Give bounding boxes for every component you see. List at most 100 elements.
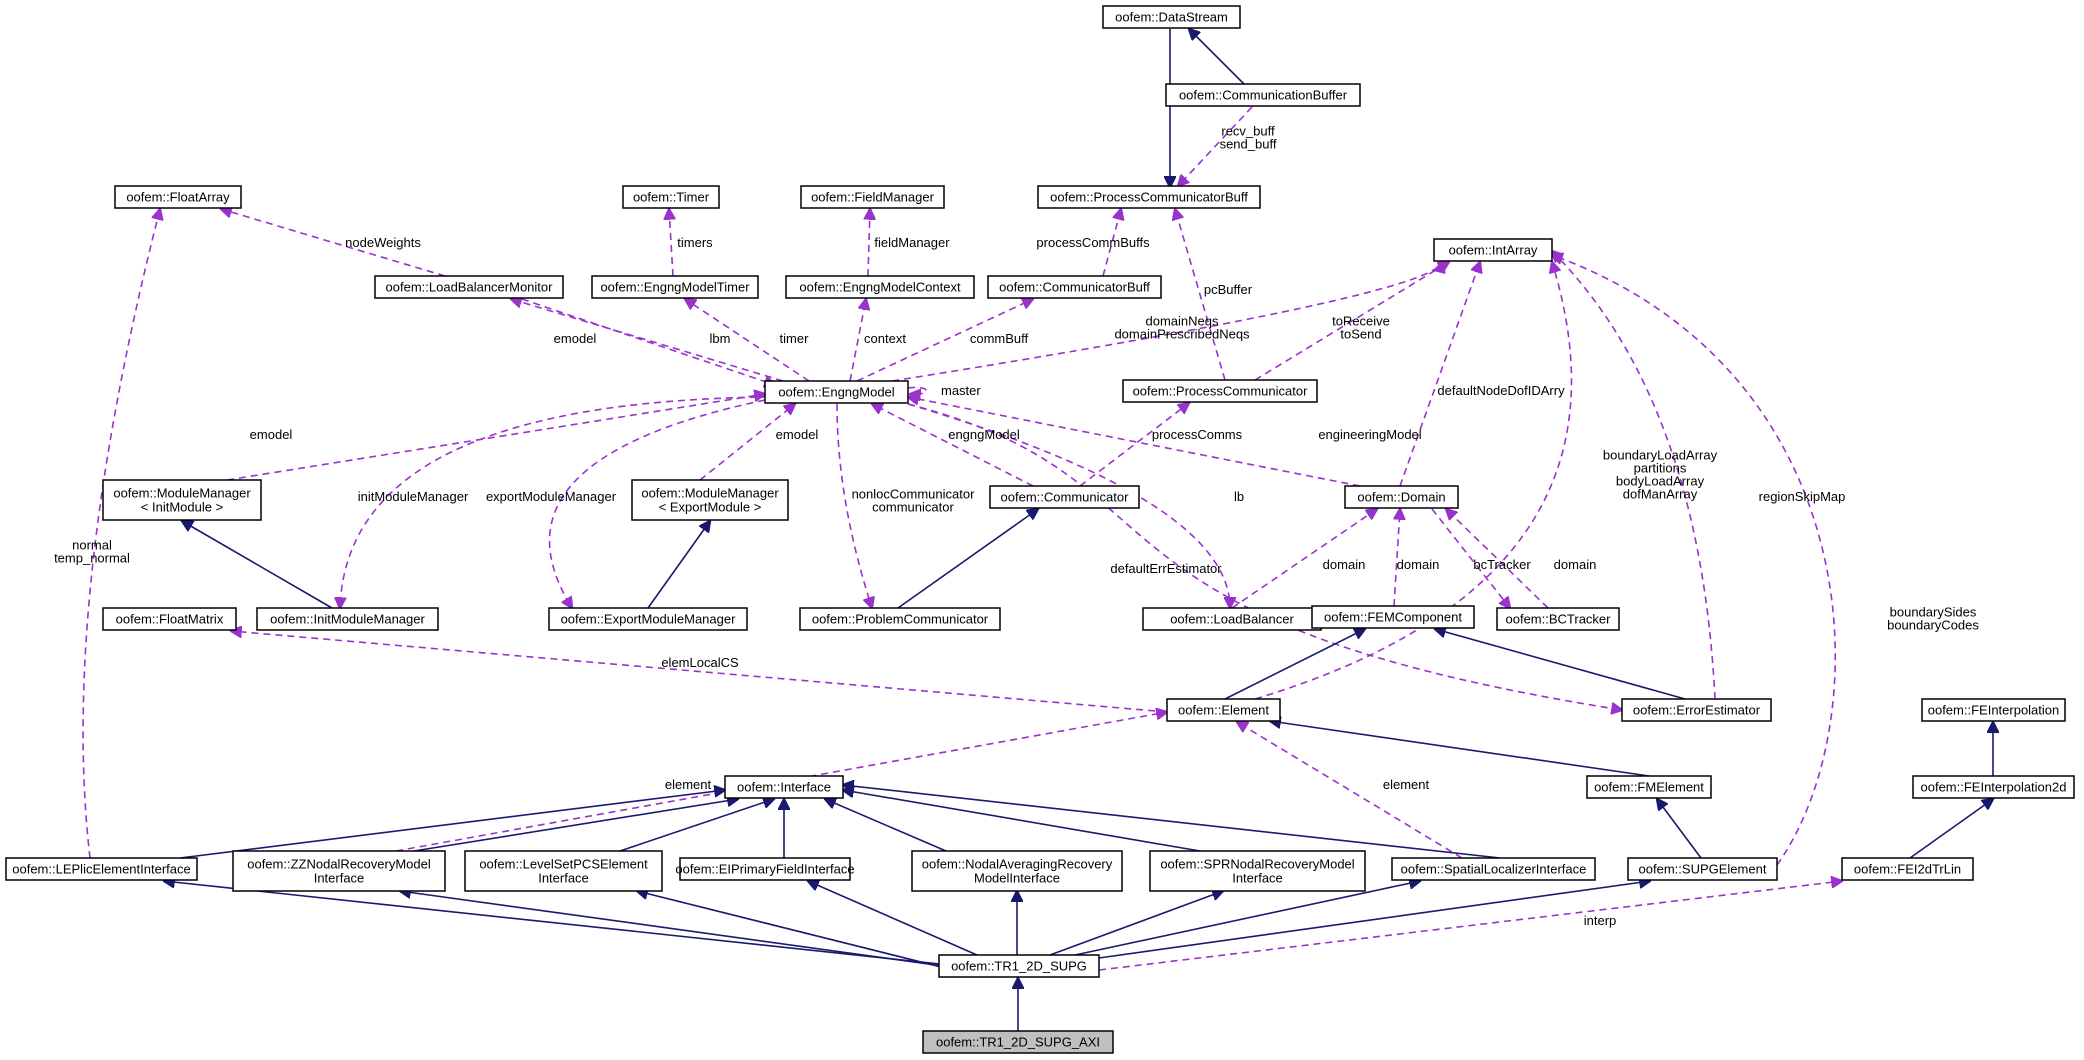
class-node-mminit[interactable]: oofem::ModuleManager< InitModule >: [102, 479, 262, 521]
edge-label: exportModuleManager: [486, 489, 617, 504]
class-node-commbuffer[interactable]: oofem::CommunicationBuffer: [1165, 83, 1361, 107]
class-node-emtimer[interactable]: oofem::EngngModelTimer: [591, 275, 759, 299]
class-node-box: [232, 850, 446, 892]
inheritance-edge-femcomponent-to-element: [1224, 629, 1365, 700]
class-name-label: oofem::ProcessCommunicatorBuff: [1050, 190, 1248, 205]
class-node-spatialloc[interactable]: oofem::SpatialLocalizerInterface: [1391, 857, 1596, 881]
class-name-label: oofem::ExportModuleManager: [561, 612, 737, 627]
class-node-datastream[interactable]: oofem::DataStream: [1102, 5, 1241, 29]
class-node-box: [799, 607, 1001, 631]
class-node-eiprimary[interactable]: oofem::EIPrimaryFieldInterface: [675, 857, 855, 881]
class-node-problemcomm[interactable]: oofem::ProblemCommunicator: [799, 607, 1001, 631]
class-node-box: [464, 850, 663, 892]
class-node-communicatorbuff[interactable]: oofem::CommunicatorBuff: [987, 275, 1162, 299]
class-node-femcomponent[interactable]: oofem::FEMComponent: [1311, 605, 1475, 629]
class-node-tr1axi[interactable]: oofem::TR1_2D_SUPG_AXI: [922, 1030, 1114, 1054]
class-name-label: oofem::InitModuleManager: [270, 612, 425, 627]
class-node-floatarray[interactable]: oofem::FloatArray: [114, 185, 242, 209]
class-node-proccomm[interactable]: oofem::ProcessCommunicator: [1122, 379, 1318, 403]
class-name-label: oofem::Interface: [737, 780, 831, 795]
usage-edge-floatarray-to-lbmonitor: [221, 209, 446, 277]
usage-edge-pcbuff-to-proccomm: [1175, 209, 1226, 381]
inheritance-edge-femcomponent-to-errorestimator: [1435, 629, 1686, 700]
class-node-box: [1921, 698, 2066, 722]
usage-edge-communicator-to-engngmodel: [872, 404, 1034, 487]
class-node-intarray[interactable]: oofem::IntArray: [1433, 238, 1553, 262]
usage-edge-floatarray-to-leplic: [82, 209, 160, 859]
usage-edge-engngmodel-to-engngmodel: [907, 386, 928, 394]
class-node-element[interactable]: oofem::Element: [1166, 698, 1281, 722]
class-node-bctracker[interactable]: oofem::BCTracker: [1496, 607, 1620, 631]
class-node-box: [1621, 698, 1772, 722]
edge-label: bodyLoadArray: [1616, 474, 1705, 489]
inheritance-edge-leplic-to-tr1: [164, 881, 941, 965]
class-node-feinterpolation[interactable]: oofem::FEInterpolation: [1921, 698, 2066, 722]
class-node-domain[interactable]: oofem::Domain: [1344, 485, 1459, 509]
class-node-box: [631, 479, 789, 521]
class-node-fieldmanager[interactable]: oofem::FieldManager: [800, 185, 945, 209]
class-name-label: oofem::FEInterpolation2d: [1921, 780, 2067, 795]
edge-label: dofManArray: [1623, 487, 1698, 502]
inheritance-edge-spatialloc-to-tr1: [1074, 881, 1420, 956]
class-name-label: oofem::EngngModel: [778, 385, 894, 400]
class-name-label: oofem::FloatArray: [126, 190, 230, 205]
edge-label: engineeringModel: [1318, 427, 1421, 442]
edge-label: boundaryCodes: [1887, 618, 1979, 633]
class-name-label: < InitModule >: [141, 500, 223, 515]
class-name-label: < ExportModule >: [659, 500, 762, 515]
edge-label: domain: [1397, 557, 1440, 572]
edge-label: element: [665, 777, 712, 792]
edge-label: nodeWeights: [345, 235, 421, 250]
class-node-tr1[interactable]: oofem::TR1_2D_SUPG: [938, 954, 1100, 978]
class-node-leplic[interactable]: oofem::LEPlicElementInterface: [5, 857, 198, 881]
class-node-timer[interactable]: oofem::Timer: [622, 185, 720, 209]
class-node-fei2dtrlin[interactable]: oofem::FEI2dTrLin: [1841, 857, 1974, 881]
class-node-box: [591, 275, 759, 299]
usage-edge-communicator-to-proccomm: [1079, 403, 1189, 487]
edge-label: lb: [1234, 489, 1244, 504]
class-name-label: oofem::ModuleManager: [113, 486, 251, 501]
inheritance-edge-supgelement-to-tr1: [1098, 881, 1650, 959]
class-node-interface[interactable]: oofem::Interface: [724, 775, 844, 799]
inheritance-edge-element-to-fmelement: [1270, 721, 1650, 777]
class-node-box: [1166, 698, 1281, 722]
class-node-supgelement[interactable]: oofem::SUPGElement: [1627, 857, 1778, 881]
class-node-pcbuff[interactable]: oofem::ProcessCommunicatorBuff: [1037, 185, 1261, 209]
class-name-label: oofem::BCTracker: [1506, 612, 1612, 627]
class-node-engngmodel[interactable]: oofem::EngngModel: [764, 380, 909, 404]
inheritance-edge-interface-to-spatialloc: [843, 785, 1501, 859]
inheritance-edge-levelset-to-tr1: [637, 891, 954, 971]
usage-edge-engngmodel-to-initmm: [340, 396, 770, 608]
class-node-errorestimator[interactable]: oofem::ErrorEstimator: [1621, 698, 1772, 722]
class-name-label: ModelInterface: [974, 871, 1060, 886]
class-name-label: oofem::ZZNodalRecoveryModel: [247, 857, 431, 872]
class-node-floatmatrix[interactable]: oofem::FloatMatrix: [102, 607, 237, 631]
class-name-label: oofem::Element: [1178, 703, 1269, 718]
edge-label: engngModel: [948, 427, 1020, 442]
class-node-fmelement[interactable]: oofem::FMElement: [1586, 775, 1712, 799]
class-node-initmm[interactable]: oofem::InitModuleManager: [256, 607, 439, 631]
class-node-feinterpolation2d[interactable]: oofem::FEInterpolation2d: [1912, 775, 2075, 799]
usage-edge-intarray-to-proccomm: [1254, 262, 1449, 381]
class-name-label: oofem::DataStream: [1115, 10, 1228, 25]
class-name-label: oofem::SpatialLocalizerInterface: [1401, 862, 1587, 877]
edge-label: boundarySides: [1890, 605, 1977, 620]
class-name-label: oofem::LEPlicElementInterface: [12, 862, 190, 877]
class-node-nodalavg[interactable]: oofem::NodalAveragingRecoveryModelInterf…: [911, 850, 1123, 892]
class-node-communicator[interactable]: oofem::Communicator: [989, 485, 1140, 509]
class-node-mmexport[interactable]: oofem::ModuleManager< ExportModule >: [631, 479, 789, 521]
usage-edge-commbuffer-to-pcbuff: [1178, 106, 1253, 186]
class-node-lbmonitor[interactable]: oofem::LoadBalancerMonitor: [374, 275, 564, 299]
edge-label: toSend: [1340, 327, 1381, 342]
usage-edge-fieldmanager-to-emcontext: [868, 209, 870, 277]
class-node-exportmm[interactable]: oofem::ExportModuleManager: [548, 607, 748, 631]
class-node-box: [548, 607, 748, 631]
class-node-loadbalancer[interactable]: oofem::LoadBalancer: [1142, 607, 1322, 631]
usage-edge-engngmodel-to-lbmonitor: [511, 299, 784, 382]
usage-edge-femcomponent-to-domain: [1393, 509, 1400, 607]
class-node-emcontext[interactable]: oofem::EngngModelContext: [785, 275, 975, 299]
edge-label: interp: [1584, 913, 1617, 928]
